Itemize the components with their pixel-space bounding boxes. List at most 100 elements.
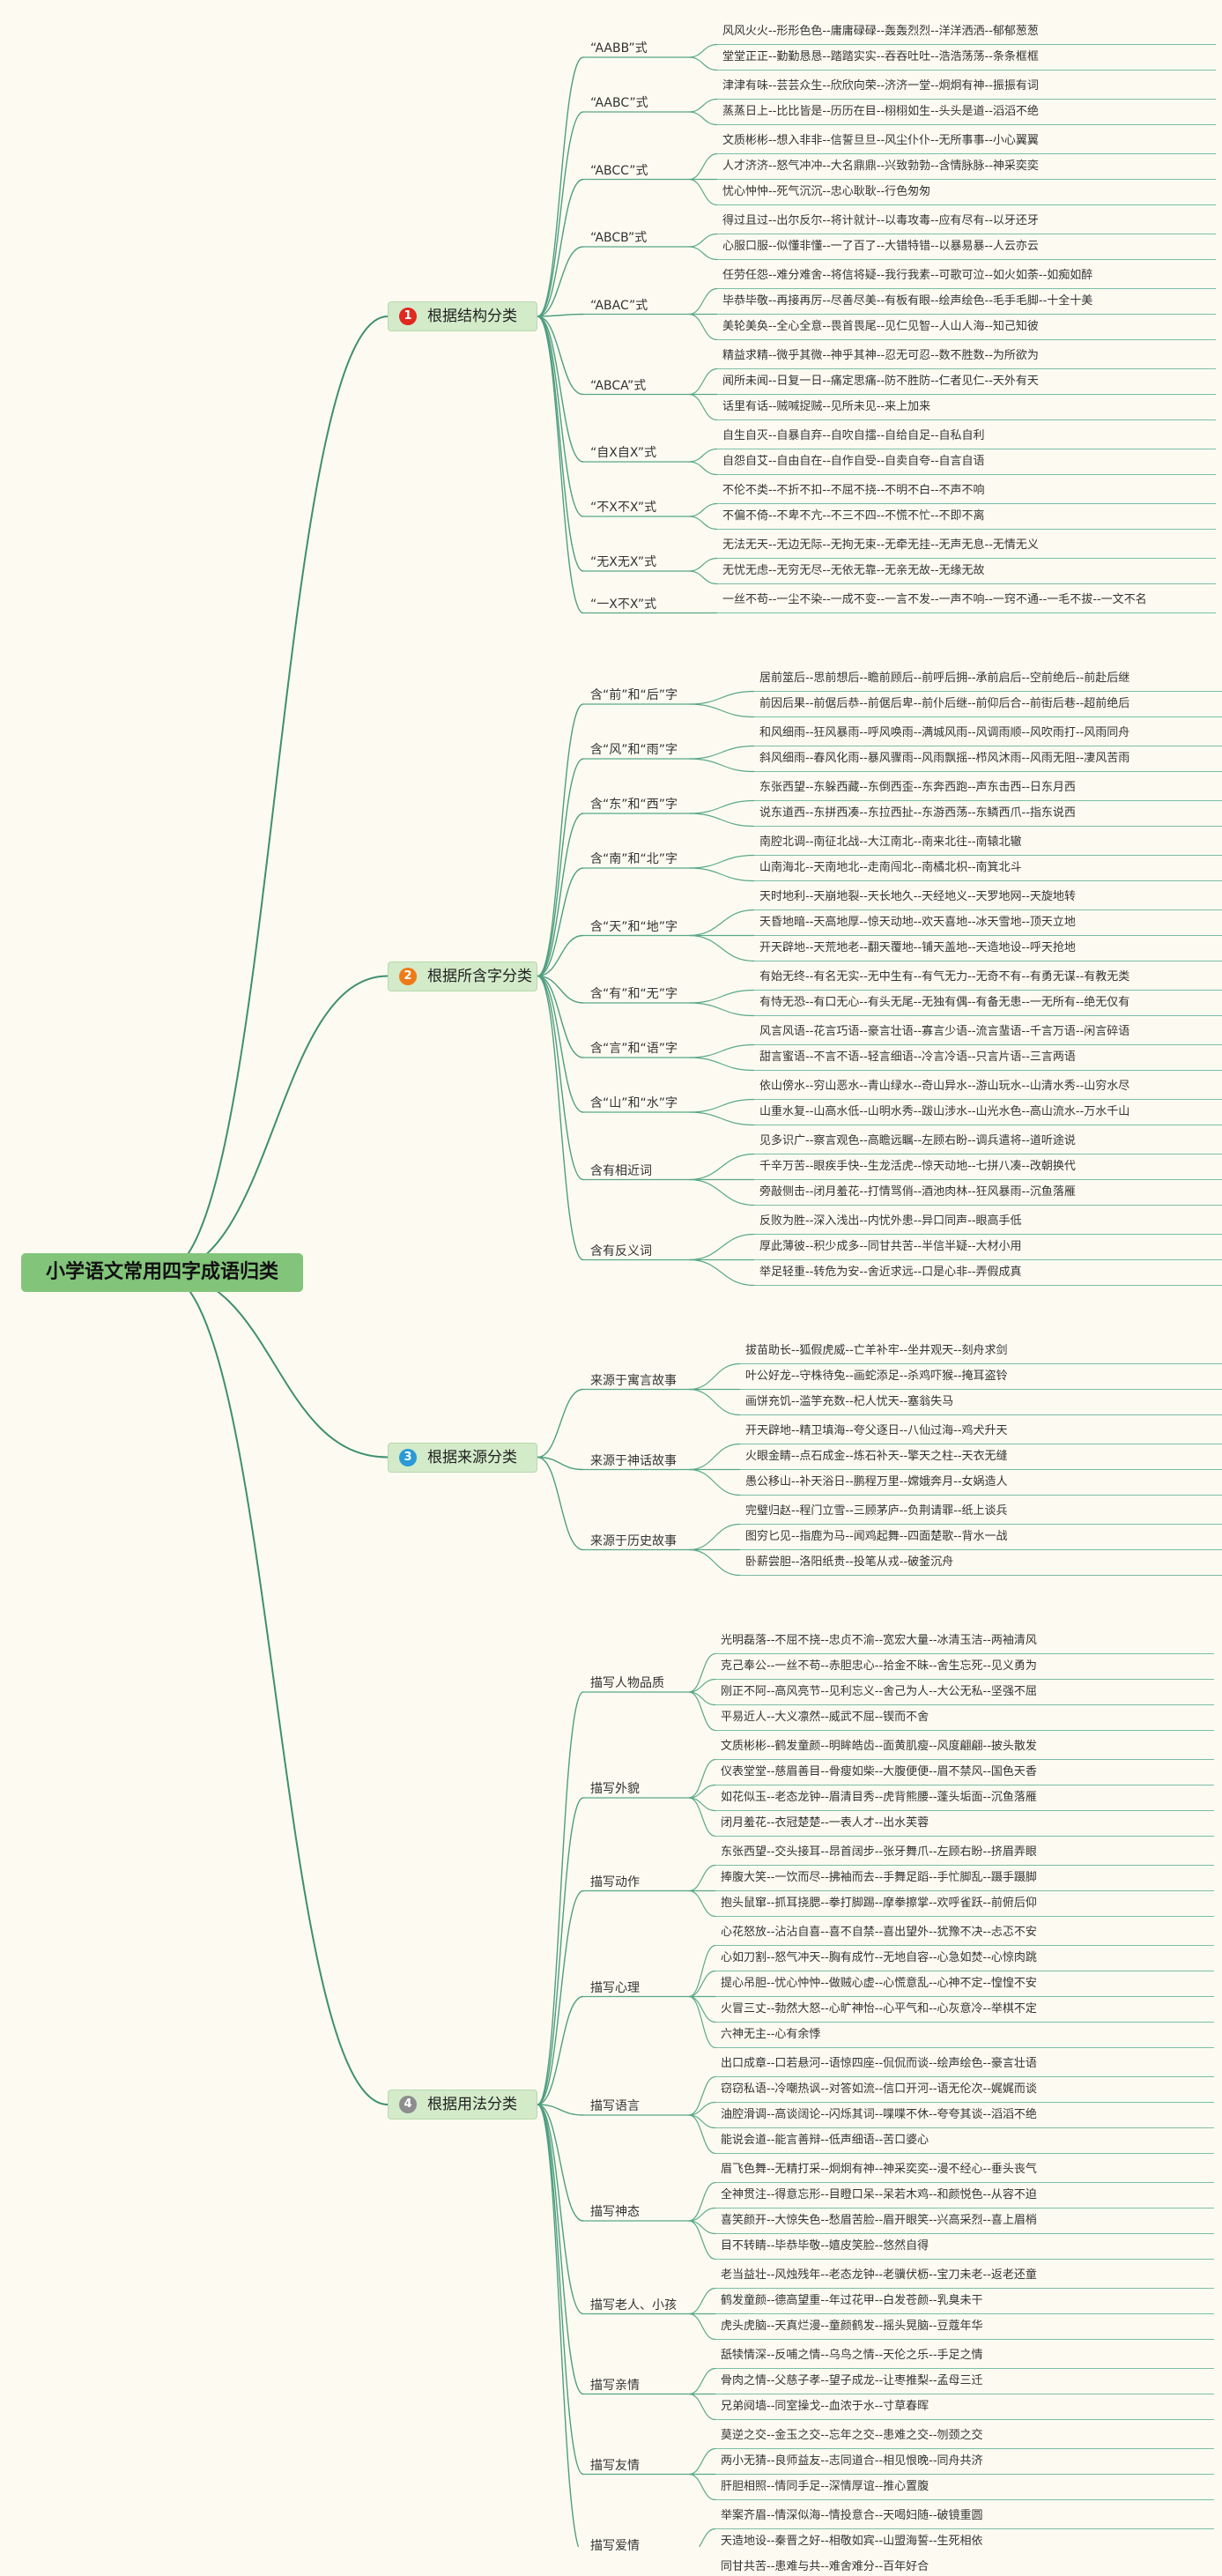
category-label[interactable]: “ABCC”式 [590,163,648,178]
leaf-idiom-line[interactable]: 人才济济--怒气冲冲--大名鼎鼎--兴致勃勃--含情脉脉--神采奕奕 [722,160,1039,173]
leaf-idiom-line[interactable]: 风风火火--形形色色--庸庸碌碌--轰轰烈烈--洋洋洒洒--郁郁葱葱 [722,25,1039,38]
leaf-idiom-line[interactable]: 天昏地暗--天高地厚--惊天动地--欢天喜地--冰天雪地--顶天立地 [759,916,1076,929]
leaf-idiom-line[interactable]: 心花怒放--沾沾自喜--喜不自禁--喜出望外--犹豫不决--忐忑不安 [721,1926,1037,1939]
leaf-idiom-line[interactable]: 南腔北调--南征北战--大江南北--南来北往--南辕北辙 [759,835,1022,849]
leaf-idiom-line[interactable]: 完璧归赵--程门立雪--三顾茅庐--负荆请罪--纸上谈兵 [745,1504,1008,1518]
leaf-idiom-line[interactable]: 平易近人--大义凛然--威武不屈--锲而不舍 [721,1711,929,1724]
leaf-idiom-line[interactable]: 见多识广--察言观色--高瞻远瞩--左顾右盼--调兵遣将--道听途说 [759,1134,1076,1147]
leaf-idiom-line[interactable]: 毕恭毕敬--再接再厉--尽善尽美--有板有眼--绘声绘色--毛手毛脚--十全十美 [722,294,1093,308]
leaf-idiom-line[interactable]: 老当益壮--风烛残年--老态龙钟--老骥伏枥--宝刀未老--返老还童 [721,2268,1037,2282]
leaf-idiom-line[interactable]: 和风细雨--狂风暴雨--呼风唤雨--满城风雨--风调雨顺--风吹雨打--风雨同舟 [759,726,1130,739]
category-label[interactable]: “AABC”式 [590,96,648,110]
leaf-idiom-line[interactable]: 眉飞色舞--无精打采--炯炯有神--神采奕奕--漫不经心--垂头丧气 [721,2163,1037,2176]
leaf-idiom-line[interactable]: 天造地设--秦晋之好--相敬如宾--山盟海誓--生死相依 [721,2535,983,2548]
leaf-idiom-line[interactable]: 前因后果--前倨后恭--前倨后卑--前仆后继--前仰后合--前街后巷--超前绝后 [759,697,1130,710]
leaf-idiom-line[interactable]: 厚此薄彼--积少成多--同甘共苦--半信半疑--大材小用 [759,1240,1022,1253]
leaf-idiom-line[interactable]: 堂堂正正--勤勤恳恳--踏踏实实--吞吞吐吐--浩浩荡荡--条条框框 [722,50,1039,63]
category-label[interactable]: 描写神态 [590,2205,640,2219]
leaf-idiom-line[interactable]: 甜言蜜语--不言不语--轻言细语--冷言冷语--只言片语--三言两语 [759,1050,1076,1064]
leaf-idiom-line[interactable]: 斜风细雨--春风化雨--暴风骤雨--风雨飘摇--栉风沐雨--风雨无阻--凄风苦雨 [759,752,1130,765]
leaf-idiom-line[interactable]: 开天辟地--天荒地老--翻天覆地--铺天盖地--天造地设--呼天抢地 [759,941,1076,954]
leaf-idiom-line[interactable]: 一丝不苟--一尘不染--一成不变--一言不发--一声不响--一窍不通--一毛不拔… [722,593,1147,606]
leaf-idiom-line[interactable]: 克己奉公--一丝不苟--赤胆忠心--拾金不昧--舍生忘死--见义勇为 [721,1659,1037,1673]
leaf-idiom-line[interactable]: 风言风语--花言巧语--豪言壮语--寡言少语--流言蜚语--千言万语--闲言碎语 [759,1025,1130,1038]
category-label[interactable]: “AABB”式 [590,41,648,56]
category-label[interactable]: 含有相近词 [590,1163,652,1178]
leaf-idiom-line[interactable]: 火眼金睛--点石成金--炼石补天--擎天之柱--天衣无缝 [745,1450,1008,1463]
category-label[interactable]: 来源于寓言故事 [590,1373,677,1388]
category-label[interactable]: 描写爱情 [590,2538,640,2553]
leaf-idiom-line[interactable]: 心服口服--似懂非懂--一了百了--大错特错--以暴易暴--人云亦云 [722,240,1039,253]
category-label[interactable]: “ABCA”式 [590,378,647,393]
category-label[interactable]: “无X无X”式 [590,555,657,569]
leaf-idiom-line[interactable]: 举足轻重--转危为安--舍近求远--口是心非--弄假成真 [759,1266,1022,1279]
leaf-idiom-line[interactable]: 虎头虎脑--天真烂漫--童颜鹤发--摇头晃脑--豆蔻年华 [721,2320,983,2333]
category-label[interactable]: 描写友情 [590,2458,640,2473]
leaf-idiom-line[interactable]: 山南海北--天南地北--走南闯北--南橘北枳--南箕北斗 [759,861,1022,874]
leaf-idiom-line[interactable]: 闻所未闻--日复一日--痛定思痛--防不胜防--仁者见仁--天外有天 [722,375,1039,388]
leaf-idiom-line[interactable]: 油腔滑调--高谈阔论--闪烁其词--喋喋不休--夸夸其谈--滔滔不绝 [721,2108,1037,2121]
leaf-idiom-line[interactable]: 骨肉之情--父慈子孝--望子成龙--让枣推梨--孟母三迁 [721,2374,983,2387]
leaf-idiom-line[interactable]: 蒸蒸日上--比比皆是--历历在目--栩栩如生--头头是道--滔滔不绝 [722,105,1039,118]
category-label[interactable]: 描写老人、小孩 [590,2298,677,2312]
category-label[interactable]: “ABCB”式 [590,231,648,245]
leaf-idiom-line[interactable]: 心如刀割--怒气冲天--胸有成竹--无地自容--心急如焚--心惊肉跳 [721,1951,1037,1964]
leaf-idiom-line[interactable]: 兄弟阋墙--同室操戈--血浓于水--寸草春晖 [721,2400,929,2413]
leaf-idiom-line[interactable]: 画饼充饥--滥竽充数--杞人忧天--塞翁失马 [745,1395,954,1408]
leaf-idiom-line[interactable]: 忧心忡忡--死气沉沉--忠心耿耿--行色匆匆 [722,185,931,198]
category-label[interactable]: 含“山”和“水”字 [590,1096,678,1110]
leaf-idiom-line[interactable]: 提心吊胆--忧心忡忡--做贼心虚--心慌意乱--心神不定--惶惶不安 [721,1977,1037,1990]
leaf-idiom-line[interactable]: 自生自灭--自暴自弃--自吹自擂--自给自足--自私自利 [722,429,985,442]
leaf-idiom-line[interactable]: 千辛万苦--眼疾手快--生龙活虎--惊天动地--七拼八凑--改朝换代 [759,1160,1076,1173]
leaf-idiom-line[interactable]: 不偏不倚--不卑不亢--不三不四--不慌不忙--不即不离 [722,509,985,523]
category-label[interactable]: 来源于历史故事 [590,1533,677,1548]
leaf-idiom-line[interactable]: 能说会道--能言善辩--低声细语--苦口婆心 [721,2134,929,2147]
leaf-idiom-line[interactable]: 自怨自艾--自由自在--自作自受--自卖自夸--自言自语 [722,455,985,468]
leaf-idiom-line[interactable]: 精益求精--微乎其微--神乎其神--忍无可忍--数不胜数--为所欲为 [722,349,1039,362]
leaf-idiom-line[interactable]: 文质彬彬--想入非非--信誓旦旦--风尘仆仆--无所事事--小心翼翼 [722,134,1039,147]
leaf-idiom-line[interactable]: 同甘共苦--患难与共--难舍难分--百年好合 [721,2560,929,2573]
leaf-idiom-line[interactable]: 有恃无恐--有口无心--有头无尾--无独有偶--有备无患--一无所有--绝无仅有 [759,996,1130,1009]
leaf-idiom-line[interactable]: 舐犊情深--反哺之情--乌鸟之情--天伦之乐--手足之情 [721,2349,983,2362]
leaf-idiom-line[interactable]: 两小无猜--良师益友--志同道合--相见恨晚--同舟共济 [721,2454,983,2468]
leaf-idiom-line[interactable]: 抱头鼠窜--抓耳挠腮--拳打脚踢--摩拳擦掌--欢呼雀跃--前俯后仰 [721,1897,1037,1910]
leaf-idiom-line[interactable]: 依山傍水--穷山恶水--青山绿水--奇山异水--游山玩水--山清水秀--山穷水尽 [759,1080,1130,1093]
leaf-idiom-line[interactable]: 鹤发童颜--德高望重--年过花甲--白发苍颜--乳臭未干 [721,2294,983,2307]
leaf-idiom-line[interactable]: 喜笑颜开--大惊失色--愁眉苦脸--眉开眼笑--兴高采烈--喜上眉梢 [721,2214,1037,2227]
leaf-idiom-line[interactable]: 反败为胜--深入浅出--内忧外患--异口同声--眼高手低 [759,1214,1022,1228]
leaf-idiom-line[interactable]: 不伦不类--不折不扣--不屈不挠--不明不白--不声不响 [722,484,985,497]
category-label[interactable]: “自X自X”式 [590,446,657,460]
category-label[interactable]: 描写亲情 [590,2378,640,2393]
leaf-idiom-line[interactable]: 图穷匕见--指鹿为马--闻鸡起舞--四面楚歌--背水一战 [745,1530,1008,1543]
leaf-idiom-line[interactable]: 目不转睛--毕恭毕敬--嬉皮笑脸--悠然自得 [721,2239,929,2253]
category-label[interactable]: 含“前”和“后”字 [590,688,678,702]
leaf-idiom-line[interactable]: 话里有话--贼喊捉贼--见所未见--来上加来 [722,400,931,413]
category-label[interactable]: 含“东”和“西”字 [590,798,678,812]
leaf-idiom-line[interactable]: 出口成章--口若悬河--语惊四座--侃侃而谈--绘声绘色--豪言壮语 [721,2057,1037,2070]
category-label[interactable]: 描写心理 [590,1980,640,1995]
leaf-idiom-line[interactable]: 东张西望--交头接耳--昂首阔步--张牙舞爪--左顾右盼--挤眉弄眼 [721,1845,1037,1859]
leaf-idiom-line[interactable]: 山重水复--山高水低--山明水秀--跋山涉水--山光水色--高山流水--万水千山 [759,1105,1130,1118]
leaf-idiom-line[interactable]: 无法无天--无边无际--无拘无束--无牵无挂--无声无息--无情无义 [722,538,1039,552]
leaf-idiom-line[interactable]: 卧薪尝胆--洛阳纸贵--投笔从戎--破釜沉舟 [745,1555,954,1569]
leaf-idiom-line[interactable]: 肝胆相照--情同手足--深情厚谊--推心置腹 [721,2480,929,2493]
leaf-idiom-line[interactable]: 捧腹大笑--一饮而尽--拂袖而去--手舞足蹈--手忙脚乱--蹑手蹑脚 [721,1871,1037,1884]
category-label[interactable]: 含“天”和“地”字 [590,919,678,934]
leaf-idiom-line[interactable]: 如花似玉--老态龙钟--眉清目秀--虎背熊腰--蓬头垢面--沉鱼落雁 [721,1791,1037,1804]
leaf-idiom-line[interactable]: 拔苗助长--狐假虎威--亡羊补牢--坐井观天--刻舟求剑 [745,1344,1008,1357]
leaf-idiom-line[interactable]: 文质彬彬--鹤发童颜--明眸皓齿--面黄肌瘦--风度翩翩--披头散发 [721,1740,1037,1753]
category-label[interactable]: 含有反义词 [590,1243,652,1258]
category-label[interactable]: 含“南”和“北”字 [590,852,678,866]
leaf-idiom-line[interactable]: 全神贯注--得意忘形--目瞪口呆--呆若木鸡--和颜悦色--从容不迫 [721,2188,1037,2201]
category-label[interactable]: “ABAC”式 [590,298,648,313]
leaf-idiom-line[interactable]: 旁敲侧击--闭月羞花--打情骂俏--酒池肉林--狂风暴雨--沉鱼落雁 [759,1185,1076,1199]
leaf-idiom-line[interactable]: 火冒三丈--勃然大怒--心旷神怡--心平气和--心灰意冷--举棋不定 [721,2002,1037,2016]
leaf-idiom-line[interactable]: 津津有味--芸芸众生--欣欣向荣--济济一堂--炯炯有神--振振有词 [722,79,1039,93]
leaf-idiom-line[interactable]: 任劳任怨--难分难舍--将信将疑--我行我素--可歌可泣--如火如荼--如痴如醉 [722,269,1093,282]
category-label[interactable]: 含“风”和“雨”字 [590,743,678,757]
category-label[interactable]: “一X不X”式 [590,597,657,612]
leaf-idiom-line[interactable]: 无忧无虑--无穷无尽--无依无靠--无亲无故--无缘无故 [722,564,985,577]
